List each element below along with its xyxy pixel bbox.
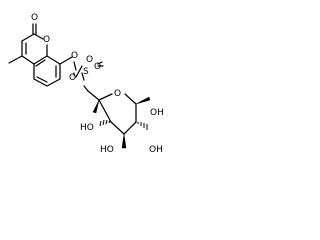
bond-c4-methyl (8, 55, 23, 64)
pyranose-ring (92, 93, 151, 149)
bond-s-o-top-double (75, 65, 83, 78)
bond-c4-c5 (98, 99, 112, 123)
bond-c7-ether-o (59, 56, 73, 65)
wedge-c5-hydroxyl (92, 99, 100, 114)
atom-oh-c2: OH (149, 145, 163, 155)
atom-oh-c3: HO (100, 145, 114, 155)
wedge-c1-oh (135, 96, 151, 105)
bond-c6-c7 (46, 78, 61, 87)
bond-s-o-right (97, 61, 103, 65)
bond-c5-o5 (98, 93, 113, 101)
bond-c2-c3 (21, 33, 35, 42)
bond-o1-c2 (33, 33, 44, 40)
bond-c5-c6-inner (36, 76, 48, 83)
atom-pyranose-o: O (114, 89, 121, 99)
atom-carbonyl-o: O (31, 13, 38, 23)
atom-ester-o: O (69, 73, 76, 83)
atom-oh-c1: OH (150, 108, 164, 118)
hash-c2-oh (137, 122, 148, 130)
atom-labels: O O O O S O O O HO HO OH OH (31, 13, 164, 155)
bond-c8a-c4a-inner (35, 59, 46, 67)
chemical-structure: O O O O S O O O HO HO OH OH (8, 13, 164, 155)
bond-ether-o-s (73, 61, 77, 71)
bond-c5-c6 (33, 78, 48, 87)
bond-c8-c8a (46, 55, 61, 65)
atom-ring-o: O (43, 35, 50, 45)
atom-ether-o: O (71, 51, 78, 61)
atom-sulfur: S (83, 67, 89, 77)
hash-c4-oh (99, 119, 111, 127)
bond-c3-c4 (110, 121, 125, 135)
coumarin-core (8, 23, 61, 87)
bond-o5-c1 (124, 93, 137, 105)
bond-ester-o-ch2 (83, 85, 89, 92)
atom-sulfonyl-o-right: O (94, 62, 101, 72)
bond-c4-c4a (21, 55, 35, 65)
bond-ch2-c6sugar (87, 90, 100, 101)
bond-s-ester-o (81, 72, 85, 81)
sulfonate-linker (59, 56, 104, 101)
atom-oh-c4: HO (80, 123, 94, 133)
atom-sulfonyl-o-top: O (86, 55, 93, 65)
wedge-c3-oh (121, 133, 127, 149)
bond-c4a-c8a (33, 55, 48, 65)
bond-c2-c3 (123, 121, 137, 135)
